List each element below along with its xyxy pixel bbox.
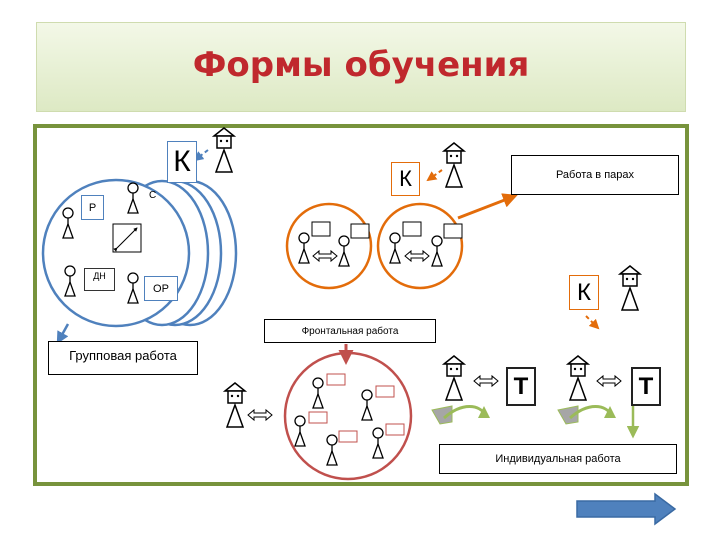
teacher-icon (443, 142, 465, 188)
teacher-label-t: Т (631, 367, 661, 406)
desk-box (308, 411, 328, 424)
pair-work-cluster (285, 169, 600, 330)
desk-box (326, 373, 346, 386)
double-arrow-icon (247, 409, 273, 421)
double-arrow-icon (473, 375, 499, 387)
teacher-icon (619, 265, 641, 311)
title-banner: Формы обучения (36, 22, 686, 112)
teacher-icon (443, 355, 465, 401)
role-label-or: ОР (144, 276, 178, 301)
role-label-r: Р (81, 195, 104, 220)
role-label-s: С (149, 190, 157, 201)
role-label-dn: ДН (84, 268, 115, 291)
frontal-work-cluster (283, 344, 413, 481)
frontal-work-label: Фронтальная работа (264, 319, 436, 343)
teacher-label-t: Т (506, 367, 536, 406)
teacher-icon (567, 355, 589, 401)
desk-box (385, 423, 405, 436)
page-title: Формы обучения (192, 45, 530, 85)
teacher-label-k: К (391, 162, 420, 196)
teacher-label-k: К (167, 141, 197, 183)
teacher-icon (213, 127, 235, 173)
double-arrow-icon (596, 375, 622, 387)
group-work-label: Групповая работа (48, 341, 198, 375)
individual-work-cluster (431, 405, 640, 439)
desk-box (375, 385, 395, 398)
desk-box (350, 223, 370, 239)
group-work-cluster (41, 178, 238, 345)
exchange-arrow (113, 227, 138, 252)
pairs-work-label: Работа в парах (511, 155, 679, 195)
teacher-label-k: К (569, 275, 599, 310)
desk-box (311, 221, 331, 237)
desk-box (402, 221, 422, 237)
individual-work-label: Индивидуальная работа (439, 444, 677, 474)
teacher-icon (224, 382, 246, 428)
desk-box (443, 223, 463, 239)
next-slide-button[interactable] (575, 494, 677, 524)
desk-box (338, 430, 358, 443)
arrow-right-icon (576, 492, 677, 526)
